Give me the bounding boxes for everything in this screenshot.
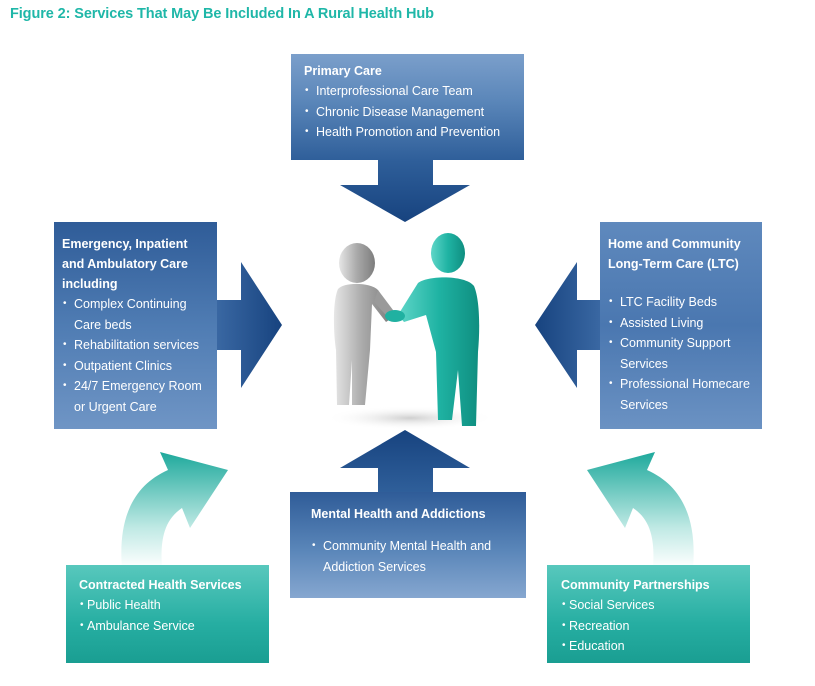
- list-item: Social Services: [561, 595, 750, 616]
- list-item: 24/7 Emergency Room or Urgent Care: [62, 376, 214, 417]
- list-item: Ambulance Service: [79, 616, 269, 637]
- arrow-up: [340, 430, 470, 492]
- primary-care-list: Interprofessional Care Team Chronic Dise…: [304, 81, 524, 143]
- handshake: [385, 310, 405, 322]
- contracted-health-box: Contracted Health Services Public Health…: [66, 565, 269, 663]
- emergency-care-heading: Emergency, Inpatient and Ambulatory Care…: [62, 237, 188, 291]
- gray-person-figure: [333, 243, 396, 405]
- home-community-heading: Home and Community Long-Term Care (LTC): [608, 237, 741, 271]
- home-community-box: Home and Community Long-Term Care (LTC) …: [600, 222, 762, 429]
- curved-arrow-left: [121, 452, 228, 568]
- mental-health-box: Mental Health and Addictions Community M…: [290, 492, 526, 598]
- contracted-health-heading: Contracted Health Services: [79, 578, 242, 592]
- contracted-health-list: Public Health Ambulance Service: [79, 595, 269, 636]
- mental-health-list: Community Mental Health and Addiction Se…: [311, 536, 526, 577]
- list-item: Rehabilitation services: [62, 335, 213, 356]
- list-item: Complex Continuing Care beds: [62, 294, 199, 335]
- curved-arrow-right: [587, 452, 694, 568]
- figure-title: Figure 2: Services That May Be Included …: [10, 6, 434, 22]
- list-item: Interprofessional Care Team: [304, 81, 524, 102]
- arrow-right: [216, 262, 282, 388]
- community-partnerships-heading: Community Partnerships: [561, 578, 710, 592]
- list-item: Education: [561, 636, 750, 657]
- list-item: Public Health: [79, 595, 269, 616]
- list-item: Health Promotion and Prevention: [304, 122, 524, 143]
- primary-care-box: Primary Care Interprofessional Care Team…: [291, 54, 524, 160]
- community-partnerships-box: Community Partnerships Social Services R…: [547, 565, 750, 663]
- mental-health-heading: Mental Health and Addictions: [311, 507, 486, 521]
- list-item: Assisted Living: [608, 313, 758, 334]
- arrow-left: [535, 262, 601, 388]
- teal-person-figure: [398, 233, 480, 426]
- home-community-list: LTC Facility Beds Assisted Living Commun…: [608, 292, 758, 415]
- primary-care-heading: Primary Care: [304, 64, 382, 78]
- list-item: Professional Homecare Services: [608, 374, 760, 415]
- list-item: Recreation: [561, 616, 750, 637]
- list-item: Outpatient Clinics: [62, 356, 213, 377]
- list-item: Community Mental Health and Addiction Se…: [311, 536, 513, 577]
- list-item: LTC Facility Beds: [608, 292, 758, 313]
- emergency-care-box: Emergency, Inpatient and Ambulatory Care…: [54, 222, 217, 429]
- emergency-care-list: Complex Continuing Care beds Rehabilitat…: [62, 294, 213, 417]
- list-item: Community Support Services: [608, 333, 750, 374]
- arrow-down: [340, 160, 470, 222]
- community-partnerships-list: Social Services Recreation Education: [561, 595, 750, 657]
- list-item: Chronic Disease Management: [304, 102, 524, 123]
